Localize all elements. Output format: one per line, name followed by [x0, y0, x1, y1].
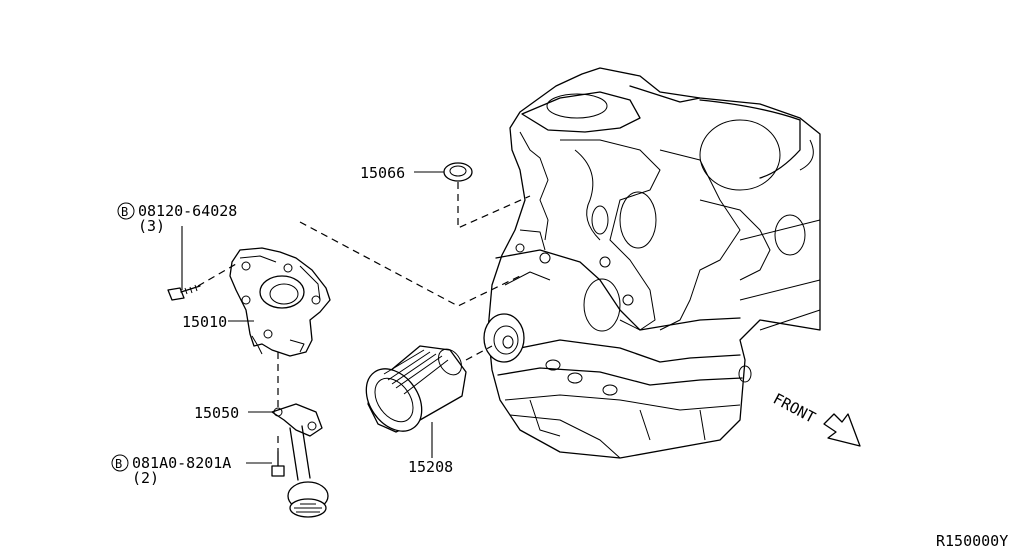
bolt2-marker: B: [111, 454, 129, 472]
bolt2-mark: B: [115, 457, 122, 471]
strainer-bolt: [271, 451, 285, 477]
callout-15208: 15208: [408, 458, 453, 476]
circled-letter-icon: [111, 454, 129, 472]
assembly-lines: [197, 182, 531, 452]
callout-081A0-8201A-qty: (2): [132, 469, 159, 487]
oil-strainer: [271, 403, 329, 518]
arrow-down-right-icon: [823, 413, 861, 447]
front-label: FRONT: [770, 390, 818, 427]
bolt1-mark: B: [121, 205, 128, 219]
callout-15050: 15050: [194, 404, 239, 422]
o-ring: [443, 162, 473, 182]
callout-08120-64028: 08120-64028: [138, 202, 237, 220]
engine-block: [483, 67, 821, 459]
circled-letter-icon: [117, 202, 135, 220]
callout-08120-64028-qty: (3): [138, 217, 165, 235]
oil-pump-bolt: [167, 284, 201, 301]
oil-pump: [229, 247, 331, 357]
front-indicator: FRONT: [770, 390, 861, 447]
bolt1-marker: B: [117, 202, 135, 220]
callout-081A0-8201A: 081A0-8201A: [132, 454, 231, 472]
diagram-id: R150000Y: [936, 532, 1008, 550]
callout-15010: 15010: [182, 313, 227, 331]
oil-filter: [365, 345, 467, 433]
leader-lines: [181, 171, 444, 464]
callout-15066: 15066: [360, 164, 405, 182]
